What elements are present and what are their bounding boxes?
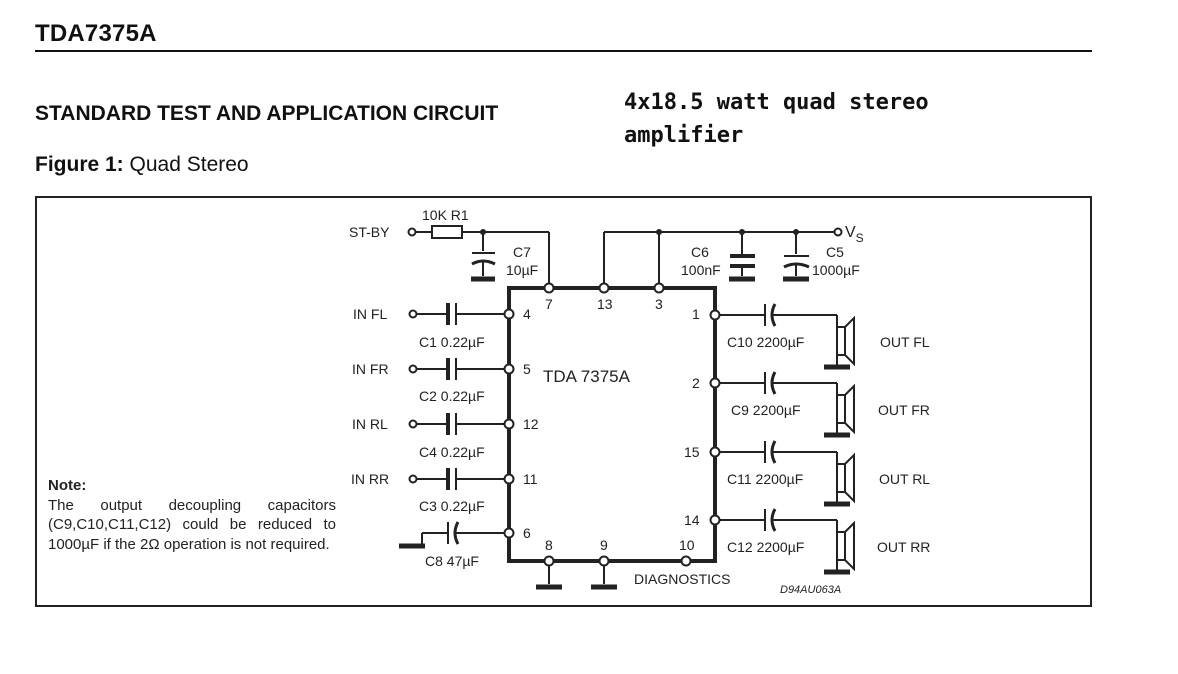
speaker-icon (836, 326, 846, 356)
r1-label: 10K R1 (422, 207, 469, 223)
output-cap-label: C9 2200µF (731, 402, 801, 418)
speaker-icon (836, 463, 846, 493)
document-title: TDA7375A (35, 20, 157, 47)
standby-label: ST-BY (349, 224, 390, 240)
speaker-icon (836, 394, 846, 424)
output-label: OUT RR (877, 539, 930, 555)
figure-label: Figure 1: (35, 153, 124, 176)
input-terminal (408, 474, 418, 484)
speaker-icon (836, 531, 846, 561)
output-cap-label: C10 2200µF (727, 334, 804, 350)
c6-name: C6 (691, 244, 709, 260)
input-rr: IN RR C3 0.22µF 11 (351, 466, 538, 514)
output-fr: 2 C9 2200µF OUT FR (692, 371, 930, 438)
pin-number: 7 (545, 296, 553, 312)
pin-number: 14 (684, 512, 700, 528)
input-cap-label: C1 0.22µF (419, 334, 485, 350)
output-cap-label: C11 2200µF (727, 471, 803, 487)
input-label: IN FR (352, 361, 389, 377)
c8-label: C8 47µF (425, 553, 479, 569)
output-label: OUT FR (878, 402, 930, 418)
pin-number: 12 (523, 416, 539, 432)
pin-number: 1 (692, 306, 700, 322)
bottom-pins: 8 9 10 DIAGNOSTICS (536, 537, 730, 590)
output-fl: 1 C10 2200µF OUT FL (692, 303, 930, 370)
schematic-frame (35, 196, 1092, 607)
input-rl: IN RL C4 0.22µF 12 (352, 411, 539, 460)
pin6-circuit: 6 C8 47µF (399, 521, 531, 569)
input-fr: IN FR C2 0.22µF 5 (352, 356, 531, 404)
pin-number: 11 (523, 471, 538, 487)
top-pins: 7 13 3 (543, 282, 665, 312)
pin-number: 15 (684, 444, 700, 460)
figure-name: Quad Stereo (129, 153, 249, 176)
pin-number: 4 (523, 306, 531, 322)
input-cap-label: C4 0.22µF (419, 444, 485, 460)
pin-number: 8 (545, 537, 553, 553)
input-terminal (408, 309, 418, 319)
output-rl: 15 C11 2200µF OUT RL (684, 440, 930, 507)
supply-circuit: VS C6 100nF C5 1000µF (603, 224, 864, 288)
input-terminal (408, 419, 418, 429)
figure-caption: Figure 1: Quad Stereo (35, 153, 249, 177)
standby-terminal (407, 227, 417, 237)
chip-label: TDA 7375A (543, 367, 631, 386)
standby-circuit: ST-BY 10K R1 C7 10µF (349, 207, 550, 288)
reference-code: D94AU063A (780, 584, 841, 596)
pin-number: 13 (597, 296, 613, 312)
note-heading: Note: (48, 477, 87, 494)
input-cap-label: C3 0.22µF (419, 498, 485, 514)
input-label: IN RR (351, 471, 389, 487)
c7-name: C7 (513, 244, 531, 260)
note-body: The output decoupling capacitors (C9,C10… (48, 496, 336, 553)
input-cap-label: C2 0.22µF (419, 388, 485, 404)
diagnostics-label: DIAGNOSTICS (634, 571, 730, 587)
pin-number: 10 (679, 537, 695, 553)
amplifier-annotation: 4x18.5 watt quad stereo amplifier (624, 90, 929, 148)
c5-name: C5 (826, 244, 844, 260)
c7-value: 10µF (506, 262, 538, 278)
c6-value: 100nF (681, 262, 721, 278)
input-fl: IN FL C1 0.22µF 4 (353, 301, 531, 350)
output-label: OUT RL (879, 471, 930, 487)
section-title: STANDARD TEST AND APPLICATION CIRCUIT (35, 102, 499, 125)
output-label: OUT FL (880, 334, 930, 350)
input-terminal (408, 364, 418, 374)
input-label: IN FL (353, 306, 387, 322)
pin-number: 3 (655, 296, 663, 312)
pin-number: 2 (692, 375, 700, 391)
c5-value: 1000µF (812, 262, 860, 278)
pin-number: 9 (600, 537, 608, 553)
output-cap-label: C12 2200µF (727, 539, 804, 555)
vs-label: VS (845, 224, 864, 245)
note-block: Note: The output decoupling capacitors (… (48, 476, 336, 554)
vs-terminal (833, 227, 843, 237)
resistor-r1 (431, 225, 463, 239)
title-rule (35, 50, 1092, 52)
pin-number: 6 (523, 525, 531, 541)
pin-number: 5 (523, 361, 531, 377)
output-rr: 14 C12 2200µF OUT RR (684, 508, 930, 575)
input-label: IN RL (352, 416, 388, 432)
